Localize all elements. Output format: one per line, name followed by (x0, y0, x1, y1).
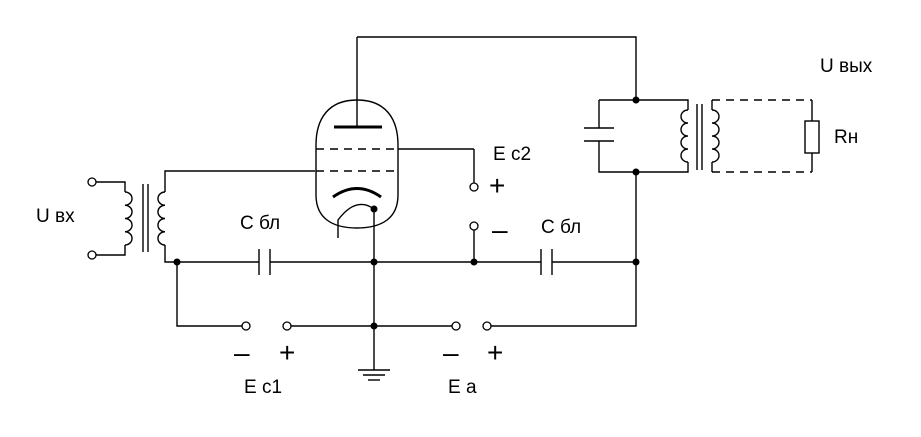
ec1-plus-sign: + (279, 337, 295, 368)
output-primary-coil (680, 109, 689, 163)
ec2-terminal-plus (469, 182, 479, 192)
ground-symbol (358, 369, 390, 381)
ea-terminal-minus (451, 321, 461, 331)
ea-plus-sign: + (487, 337, 503, 368)
input-secondary-coil (157, 191, 166, 246)
heater-filament (337, 203, 375, 238)
ea-minus-sign: – (443, 337, 459, 368)
input-voltage-label: U вх (36, 206, 75, 227)
input-terminal-bottom (87, 250, 97, 260)
output-secondary-coil (711, 109, 720, 163)
junction-dot (370, 322, 378, 330)
screen-grid-supply-label: E c2 (493, 144, 531, 165)
input-transformer (87, 170, 315, 263)
grid-bias-supply-label: E c1 (244, 377, 282, 398)
ec2-terminal-minus (469, 221, 479, 231)
ec1-terminal-minus (241, 321, 251, 331)
blocking-capacitor-left-label: С бл (240, 213, 280, 234)
load-resistor-label: Rн (834, 127, 858, 148)
anode-supply-label: E a (448, 377, 477, 398)
ec2-minus-sign: – (492, 214, 508, 245)
cathode (332, 187, 382, 199)
ec2-plus-sign: + (489, 170, 505, 201)
input-primary-coil (124, 191, 133, 246)
junction-dot (632, 168, 640, 176)
blocking-capacitor-right-label: С бл (541, 217, 581, 238)
vacuum-tube (315, 37, 474, 238)
load-resistor (804, 120, 820, 154)
junction-dot (470, 258, 478, 266)
output-voltage-label: U вых (820, 56, 873, 77)
tube-envelope (315, 99, 399, 229)
junction-dot (632, 258, 640, 266)
ea-terminal-plus (482, 321, 492, 331)
input-terminal-top (87, 177, 97, 187)
junction-dot (173, 258, 181, 266)
junction-dot (632, 96, 640, 104)
junction-dot (370, 258, 378, 266)
ec1-minus-sign: – (234, 337, 250, 368)
ec1-terminal-plus (282, 321, 292, 331)
